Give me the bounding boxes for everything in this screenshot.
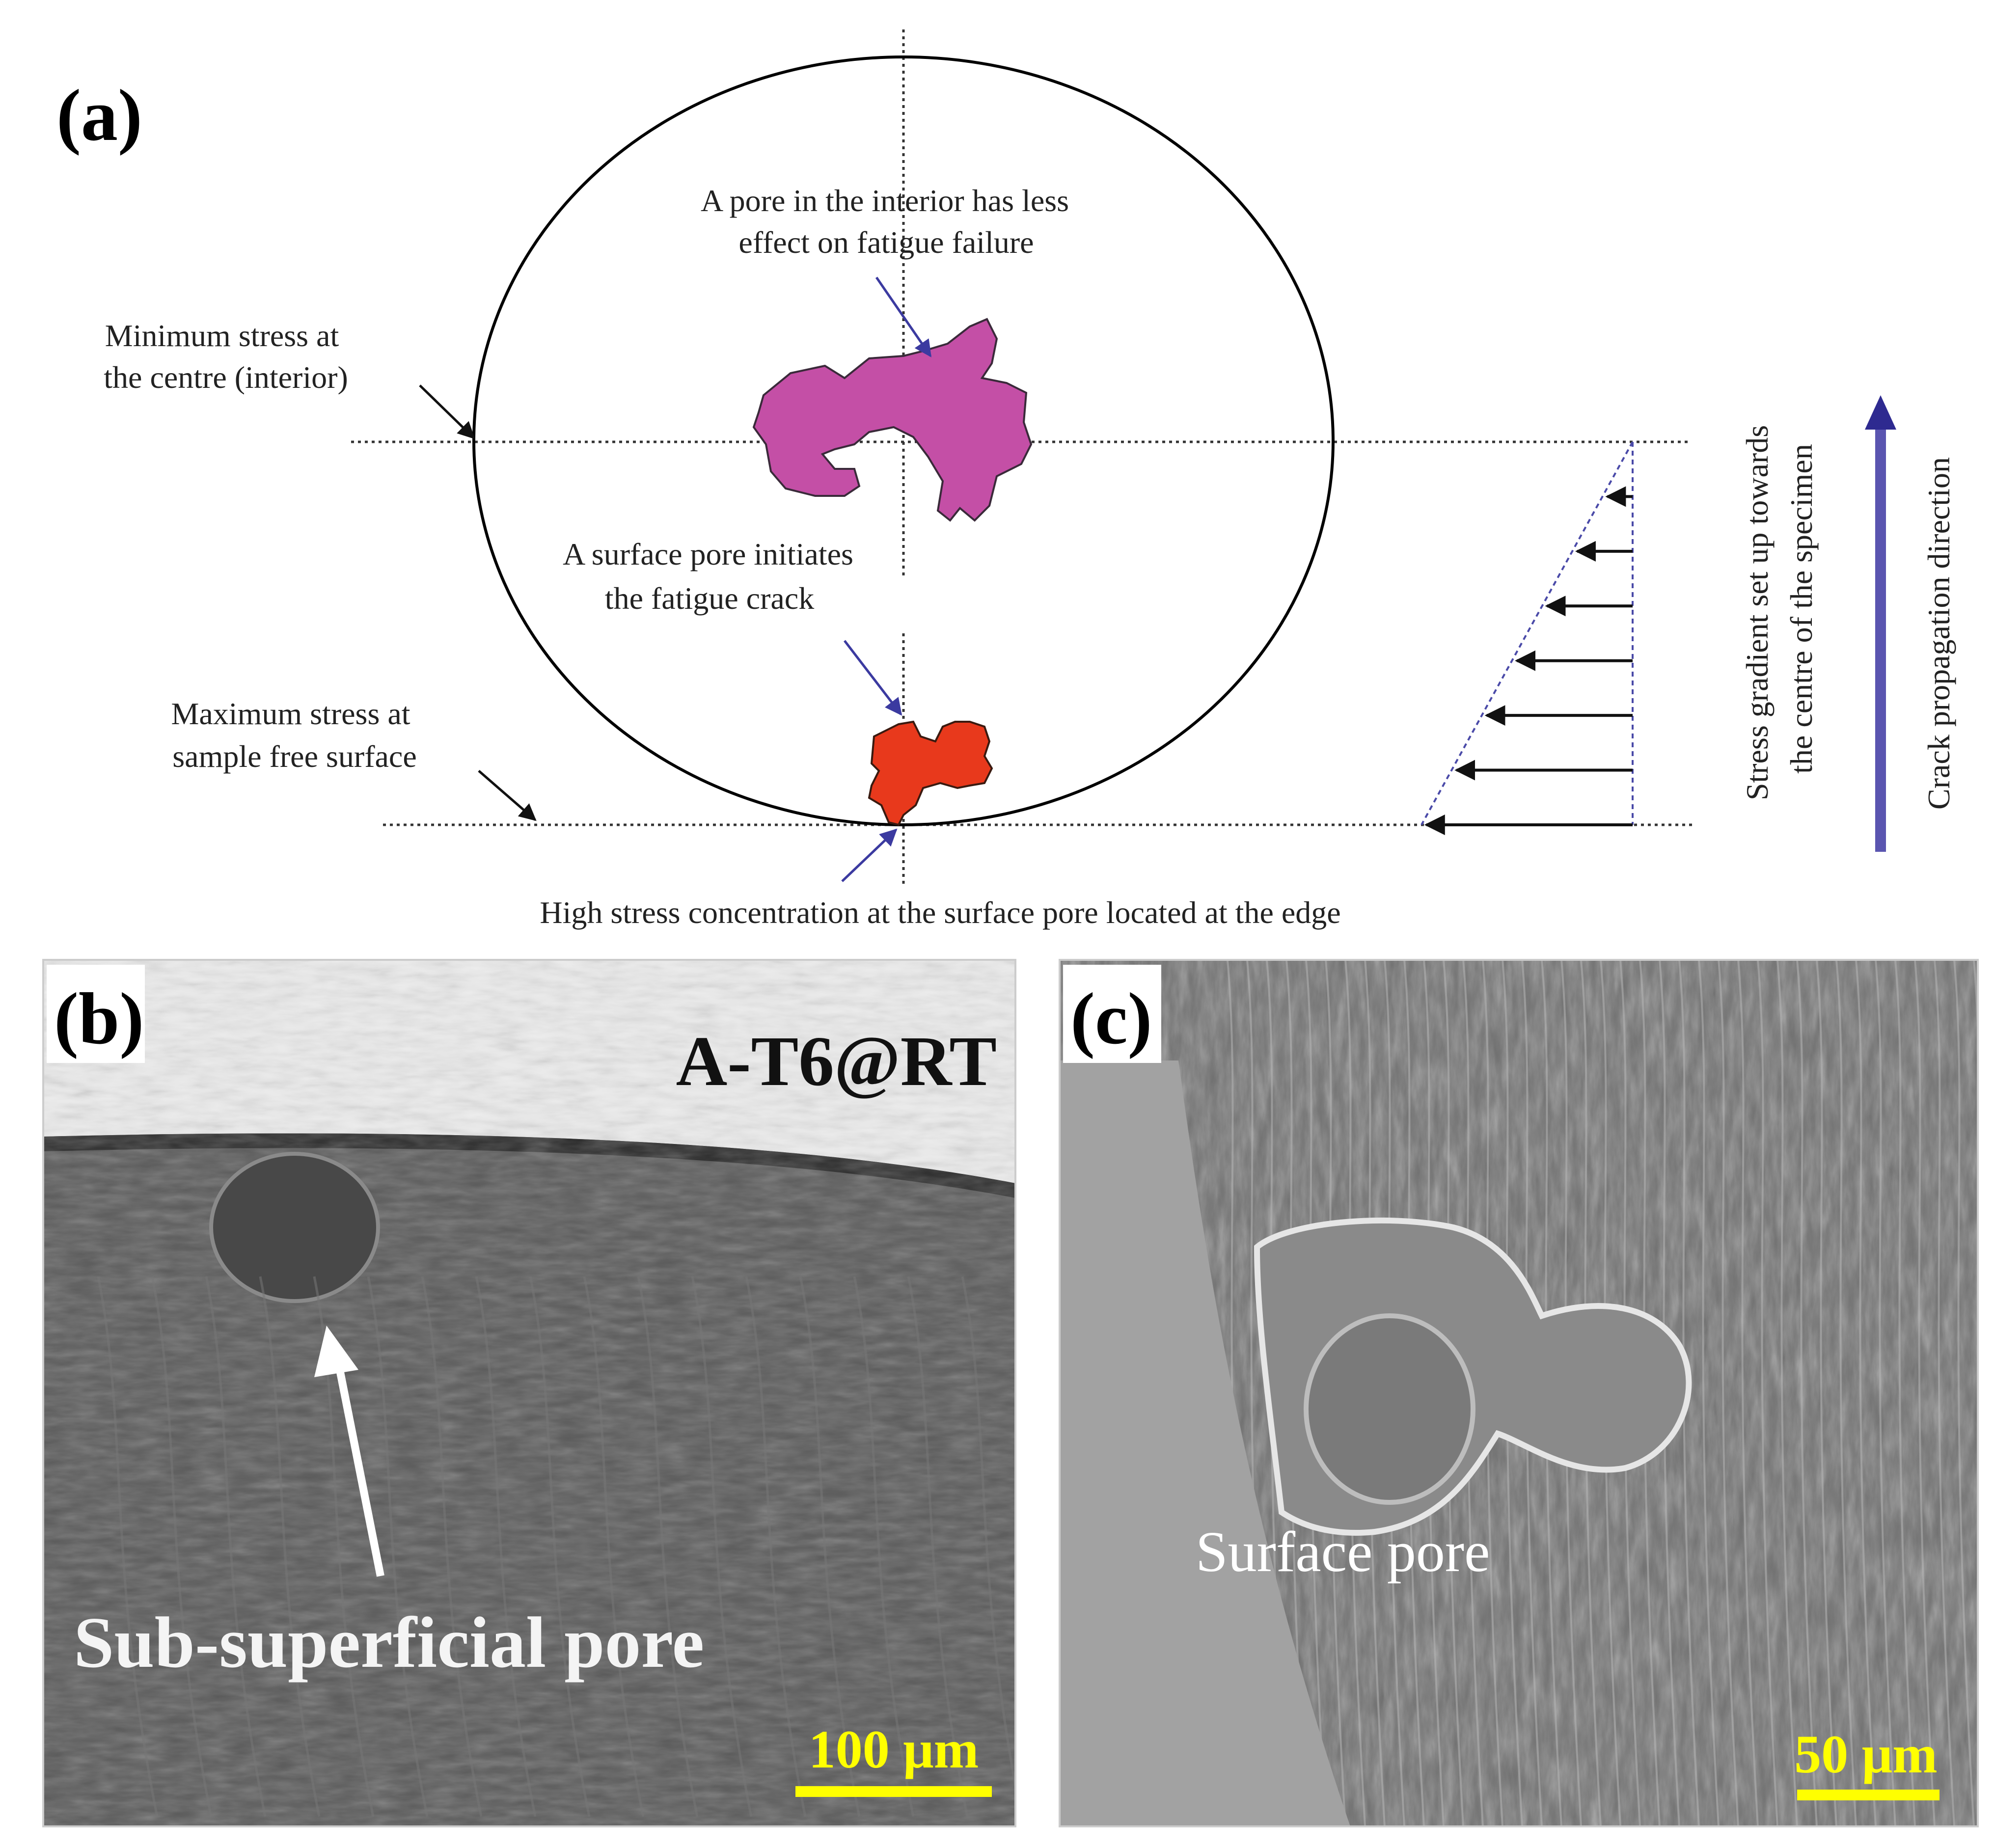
fracture-striation <box>529 1276 591 1817</box>
interior-pore-arrow <box>875 276 932 357</box>
fracture-striation <box>421 1276 483 1817</box>
interior-pore <box>752 318 1033 522</box>
gradient-note-line1: Stress gradient set up towards <box>1740 425 1775 800</box>
max-stress-note: Maximum stress at sample free surface <box>171 696 418 774</box>
panel-b-striations <box>97 1276 1015 1817</box>
fracture-striation <box>1934 960 1955 1826</box>
panel-b-scale-label: 100 μm <box>809 1719 979 1779</box>
panel-b-label-box <box>47 965 145 1063</box>
fracture-striation <box>1757 960 1778 1826</box>
fracture-striation <box>1619 960 1641 1826</box>
fracture-striation <box>1875 960 1896 1826</box>
fracture-striation <box>1600 960 1621 1826</box>
fracture-striation <box>475 1276 537 1817</box>
fracture-striation <box>1678 960 1700 1826</box>
fracture-striation <box>1953 960 1975 1826</box>
min-stress-note: Minimum stress at the centre (interior) <box>104 318 348 395</box>
surface-pore-inner-lobe <box>1304 1313 1475 1505</box>
sub-superficial-pore-label: Sub-superficial pore <box>74 1603 704 1683</box>
fracture-striation <box>1560 960 1582 1826</box>
max-stress-arrow <box>478 770 537 821</box>
panel-c-frame <box>1059 959 1979 1827</box>
fracture-striation <box>907 1276 969 1817</box>
fracture-striation <box>259 1276 321 1817</box>
surface-pore-arrow <box>844 640 902 716</box>
panel-c: (c) Surface pore 50 μm <box>1060 960 1978 1826</box>
sub-superficial-pore-outline <box>209 1152 380 1303</box>
surface-pore-note-line2: the fatigue crack <box>605 581 814 616</box>
panel-a-label: (a) <box>56 75 142 156</box>
panel-c-striations <box>1227 960 1978 1826</box>
edge-concentration-arrow <box>841 828 898 882</box>
crack-direction-note: Crack propagation direction <box>1921 457 1956 810</box>
panel-b-frame <box>42 959 1016 1827</box>
fracture-striation <box>637 1276 699 1817</box>
crack-direction-arrowhead <box>1865 395 1896 430</box>
panel-b: (b) A-T6@RT Sub-superficial pore 100 μm <box>43 960 1015 1826</box>
fracture-striation <box>151 1276 213 1817</box>
fracture-striation <box>1914 960 1936 1826</box>
gradient-envelope-line <box>1420 441 1634 825</box>
fracture-striation <box>1835 960 1857 1826</box>
fracture-striation <box>1541 960 1562 1826</box>
interior-pore-note: A pore in the interior has less effect o… <box>701 183 1077 260</box>
interior-pore-note-line1: A pore in the interior has less <box>701 183 1069 218</box>
fracture-striation <box>691 1276 753 1817</box>
fracture-striation <box>961 1276 1015 1793</box>
surface-pore-label: Surface pore <box>1196 1520 1490 1584</box>
fracture-striation <box>1521 960 1543 1826</box>
max-stress-note-line1: Maximum stress at <box>171 696 410 731</box>
panel-c-scale-bar <box>1797 1790 1939 1800</box>
surface-pore-note-line1: A surface pore initiates <box>563 537 853 571</box>
panel-c-label-box <box>1063 965 1161 1063</box>
gradient-note: Stress gradient set up towards the centr… <box>1740 417 1819 800</box>
fracture-striation <box>367 1276 429 1817</box>
fracture-striation <box>1855 960 1877 1826</box>
panel-c-free-surface <box>1060 1060 1350 1826</box>
fracture-striation <box>1894 960 1916 1826</box>
fracture-striation <box>1659 960 1680 1826</box>
panel-a: (a) A pore in the interior has less effe… <box>56 29 1956 930</box>
specimen-cross-section <box>472 55 1335 826</box>
max-stress-note-line2: sample free surface <box>172 739 416 774</box>
sample-id: A-T6@RT <box>676 1022 997 1101</box>
gradient-note-line2: the centre of the specimen <box>1784 444 1819 774</box>
stress-gradient-diagram <box>1420 441 1634 835</box>
gradient-stress-arrows <box>1424 486 1633 835</box>
fracture-striation <box>205 1276 267 1817</box>
fracture-striation <box>1639 960 1661 1826</box>
sub-superficial-pore-arrow <box>335 1364 384 1577</box>
min-stress-arrow <box>419 384 475 439</box>
panel-b-texture <box>43 960 1015 1826</box>
fracture-striation <box>1580 960 1602 1826</box>
panel-b-scale-bar <box>795 1786 992 1797</box>
fracture-striation <box>745 1276 807 1817</box>
panel-b-label: (b) <box>54 978 144 1060</box>
fracture-striation <box>1816 960 1837 1826</box>
fracture-striation <box>583 1276 645 1817</box>
min-stress-note-line1: Minimum stress at <box>105 318 339 353</box>
edge-concentration-note: High stress concentration at the surface… <box>540 895 1340 930</box>
surface-pore <box>868 720 993 826</box>
fracture-striation <box>1776 960 1798 1826</box>
panel-c-scale-label: 50 μm <box>1794 1724 1938 1784</box>
fracture-striation <box>97 1276 159 1817</box>
min-stress-note-line2: the centre (interior) <box>104 360 348 395</box>
sub-superficial-pore-arrowhead <box>314 1326 358 1377</box>
surface-pore-note: A surface pore initiates the fatigue cra… <box>563 537 861 616</box>
fracture-striation <box>1698 960 1720 1826</box>
fracture-striation <box>1737 960 1759 1826</box>
fracture-striation <box>1718 960 1739 1826</box>
interior-pore-note-line2: effect on fatigue failure <box>738 225 1034 260</box>
fracture-striation <box>799 1276 861 1817</box>
fracture-striation <box>1796 960 1818 1826</box>
panel-c-label: (c) <box>1070 978 1152 1060</box>
fracture-striation <box>853 1276 915 1817</box>
